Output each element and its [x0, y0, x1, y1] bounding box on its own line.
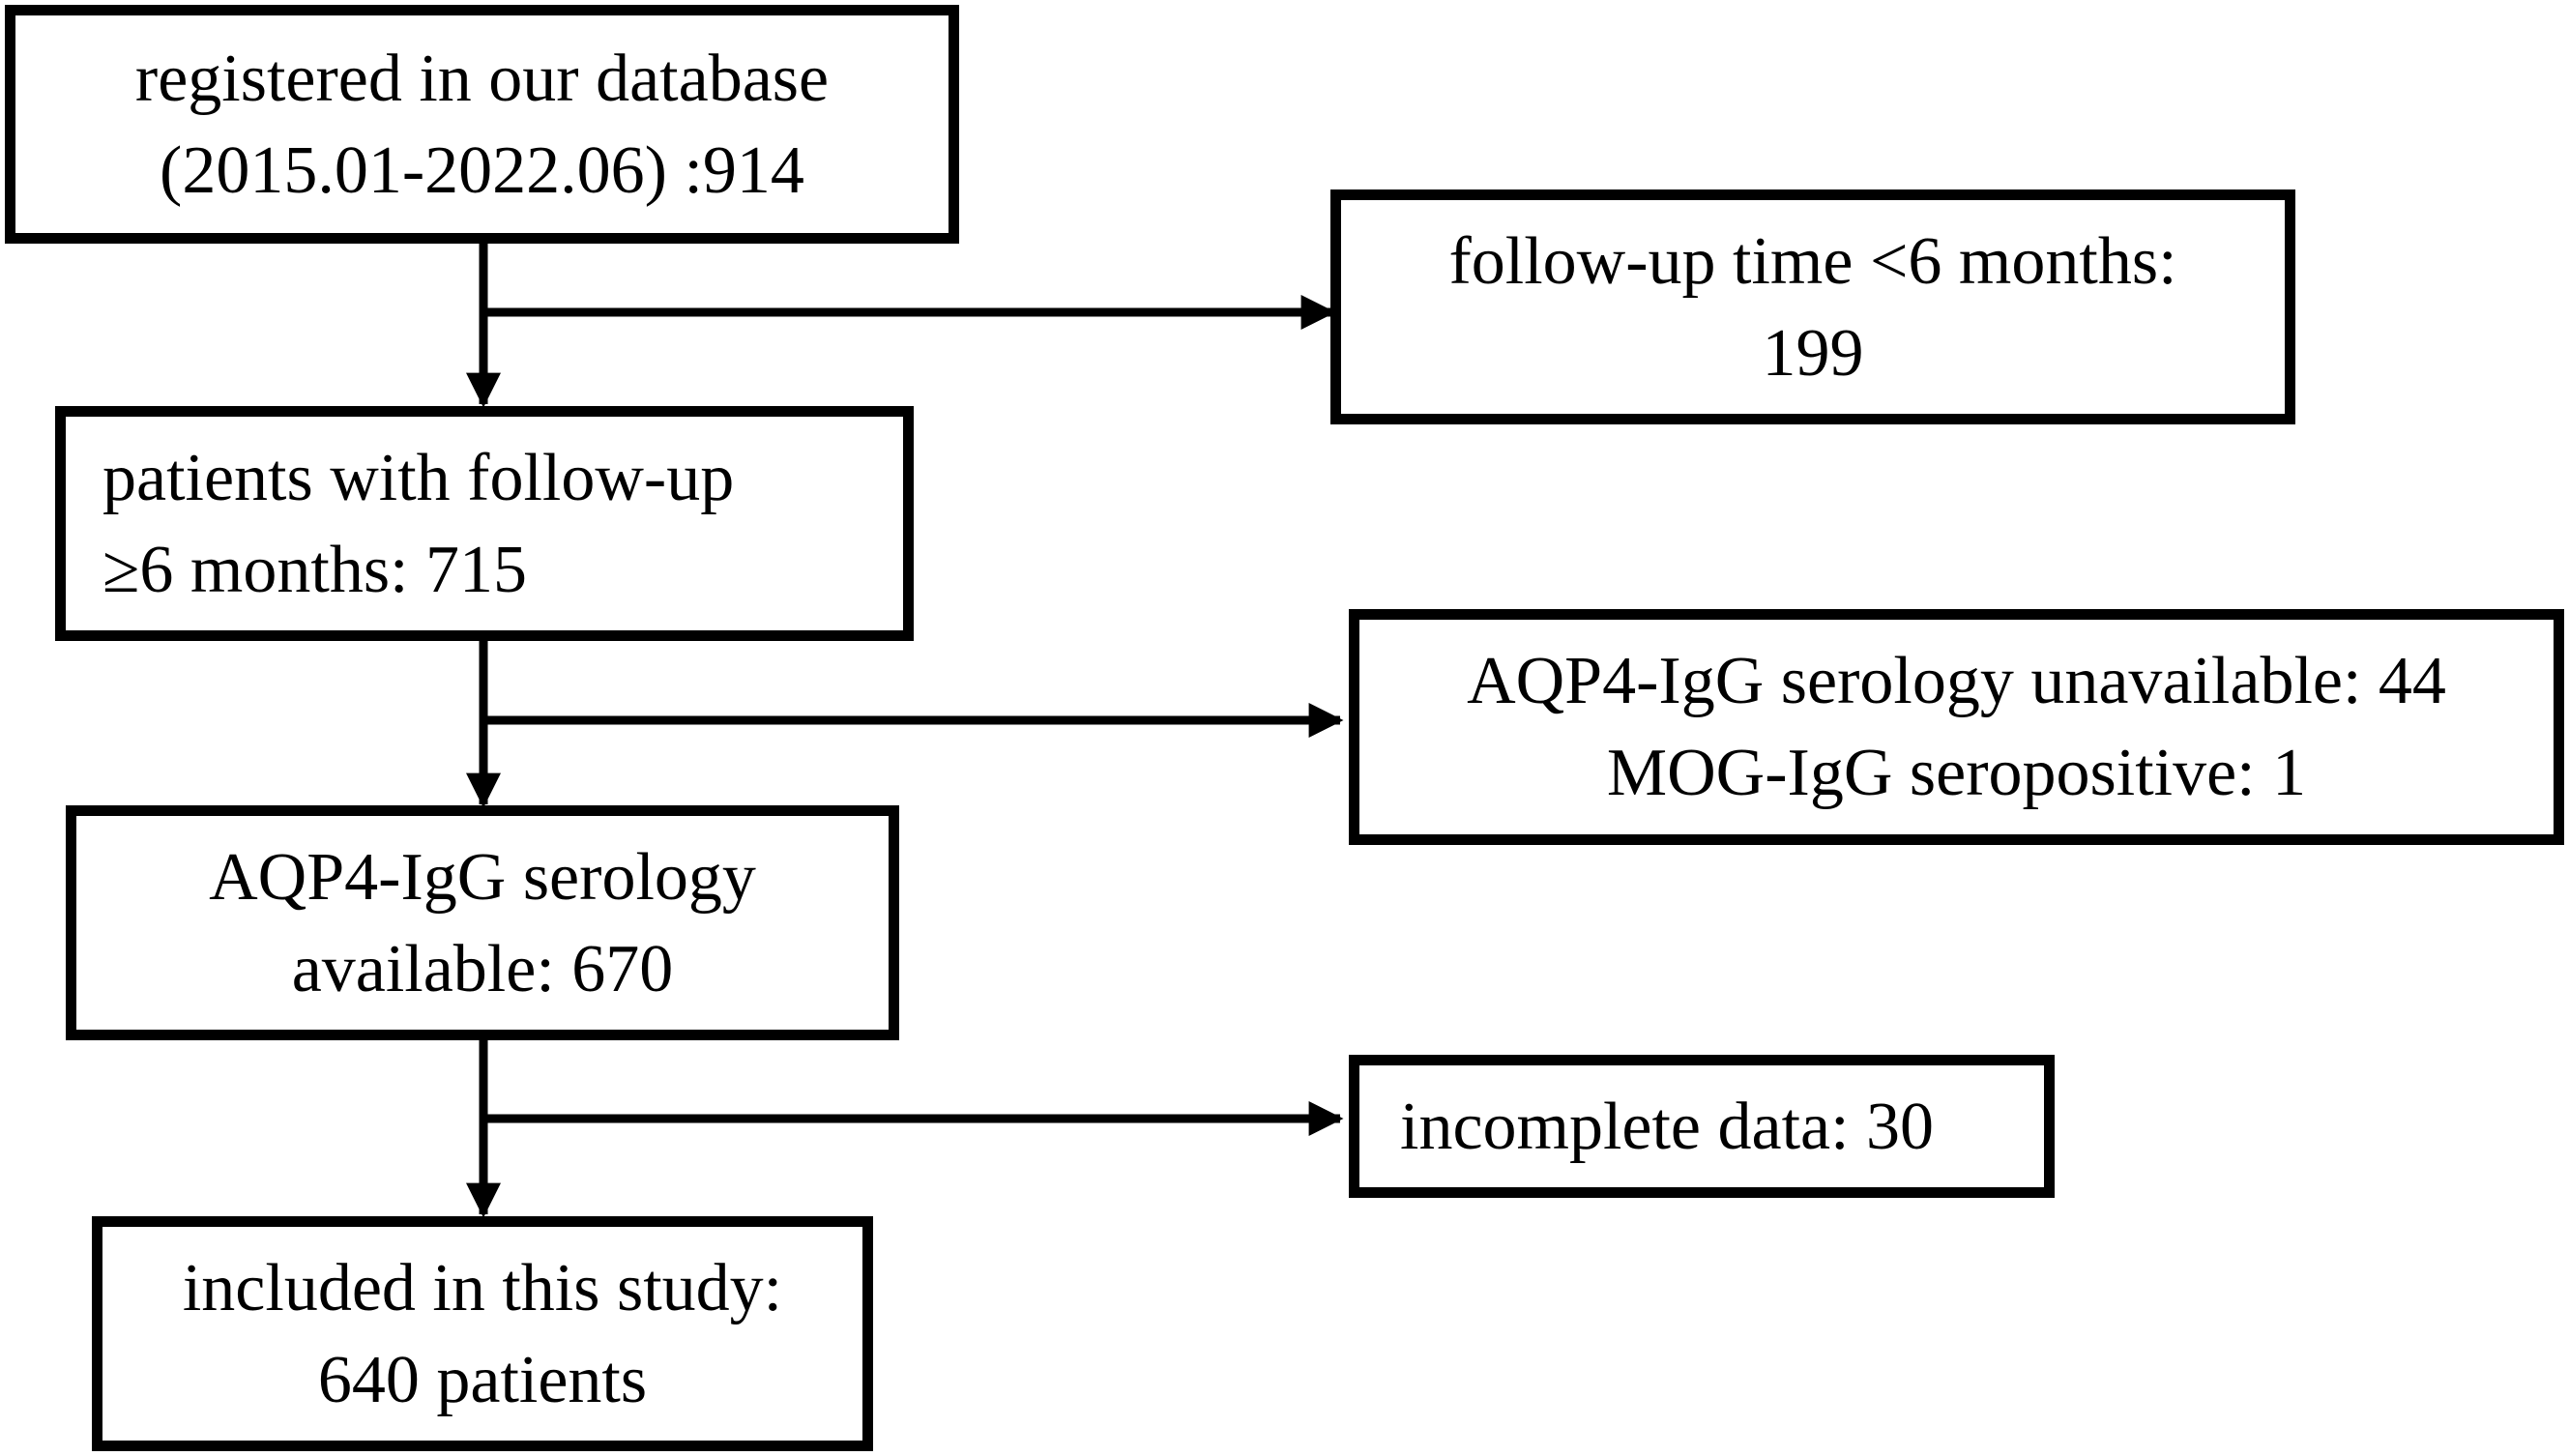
box-followup-ok: patients with follow-up ≥6 months: 715 [55, 406, 914, 641]
box-serology-unavailable-line-1: AQP4-IgG serology unavailable: 44 [1467, 644, 2446, 718]
box-followup-short: follow-up time <6 months: 199 [1330, 189, 2295, 424]
box-followup-ok-line-1: patients with follow-up [102, 440, 735, 515]
box-serology-unavailable: AQP4-IgG serology unavailable: 44 MOG-Ig… [1349, 609, 2564, 845]
box-serology-unavailable-line-2: MOG-IgG seropositive: 1 [1606, 736, 2307, 810]
box-registered-line-1: registered in our database [134, 41, 830, 116]
box-followup-ok-line-2: ≥6 months: 715 [102, 532, 528, 607]
box-serology-available: AQP4-IgG serology available: 670 [66, 805, 899, 1040]
box-registered-line-2: (2015.01-2022.06) :914 [160, 132, 804, 208]
box-serology-available-line-1: AQP4-IgG serology [209, 839, 756, 915]
box-incomplete-line-1: incomplete data: 30 [1400, 1089, 1935, 1164]
box-followup-short-line-2: 199 [1762, 315, 1864, 391]
box-serology-available-line-2: available: 670 [291, 931, 674, 1006]
box-included: included in this study: 640 patients [92, 1216, 873, 1451]
box-incomplete: incomplete data: 30 [1349, 1055, 2055, 1198]
box-included-line-1: included in this study: [182, 1250, 783, 1325]
box-included-line-2: 640 patients [317, 1342, 648, 1417]
box-registered: registered in our database (2015.01-2022… [5, 5, 959, 244]
box-followup-short-line-1: follow-up time <6 months: [1448, 223, 2177, 299]
